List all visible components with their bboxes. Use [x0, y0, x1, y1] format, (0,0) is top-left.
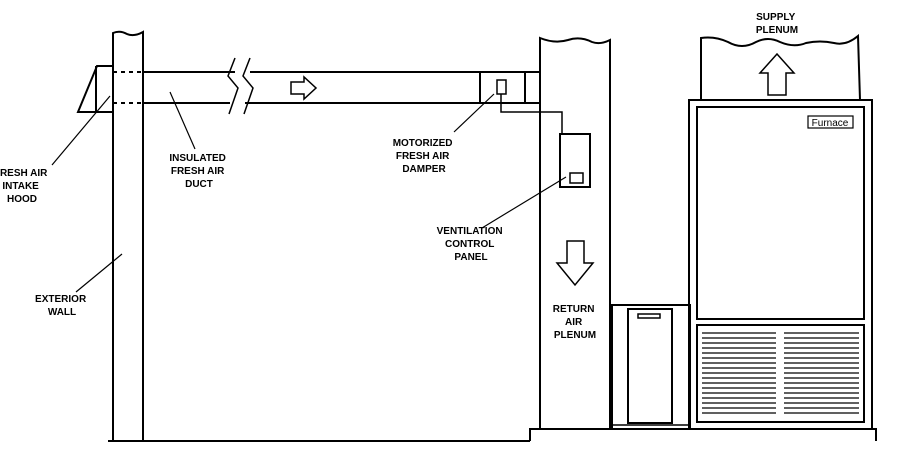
motorized-fresh-air-damper — [479, 71, 526, 104]
ventilation-control-panel — [559, 133, 591, 188]
equipment-base — [529, 428, 877, 441]
furnace — [688, 99, 873, 430]
motorized-fresh-air-damper-label: MOTORIZED FRESH AIR DAMPER — [393, 138, 456, 175]
insulated-fresh-air-duct-label: INSULATED FRESH AIR DUCT — [169, 153, 228, 190]
furnace-badge: Furnace — [812, 118, 849, 129]
ventilation-control-panel-label: VENTILATION CONTROL PANEL — [437, 226, 506, 263]
fresh-air-intake-hood — [76, 65, 113, 113]
return-air-plenum — [539, 36, 611, 428]
duct-through-wall — [113, 71, 143, 104]
return-air-plenum-label: RETURN AIR PLENUM — [553, 304, 597, 341]
leader-lines — [51, 91, 567, 293]
supply-plenum — [700, 33, 861, 101]
exterior-wall — [112, 30, 144, 441]
furnace-louvers — [702, 332, 859, 414]
filter-cabinet — [611, 304, 691, 430]
exterior-wall-label: EXTERIOR WALL — [35, 294, 89, 318]
fresh-air-intake-hood-label: FRESH AIR INTAKE HOOD — [0, 168, 50, 205]
damper-control-wiring — [500, 94, 563, 134]
duct-flow-arrow-icon — [290, 75, 318, 101]
furnace-badge-box — [807, 115, 854, 129]
return-air-arrow-icon — [555, 240, 595, 287]
supply-air-arrow-icon — [758, 52, 796, 96]
supply-plenum-label: SUPPLY PLENUM — [756, 12, 798, 36]
